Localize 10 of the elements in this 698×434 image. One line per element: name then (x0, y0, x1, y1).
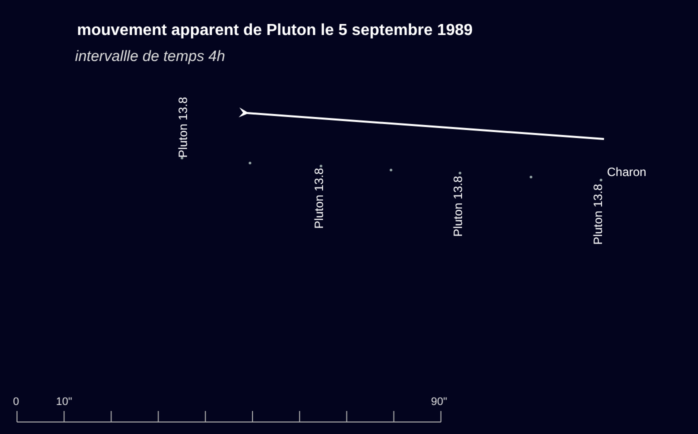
object-label: Pluton 13.8 (592, 184, 604, 245)
object-label: Pluton 13.8 (177, 97, 189, 158)
chart-title: mouvement apparent de Pluton le 5 septembre 1989 (77, 23, 473, 39)
object-label: Pluton 13.8 (313, 168, 325, 229)
scale-label: 90" (431, 397, 448, 408)
scale-label: 0 (13, 397, 20, 408)
object-label: Charon (607, 166, 646, 178)
object-label: Pluton 13.8 (452, 176, 464, 237)
subtitle: intervallle de temps 4h (75, 49, 226, 64)
scale-label: 10" (56, 397, 72, 408)
